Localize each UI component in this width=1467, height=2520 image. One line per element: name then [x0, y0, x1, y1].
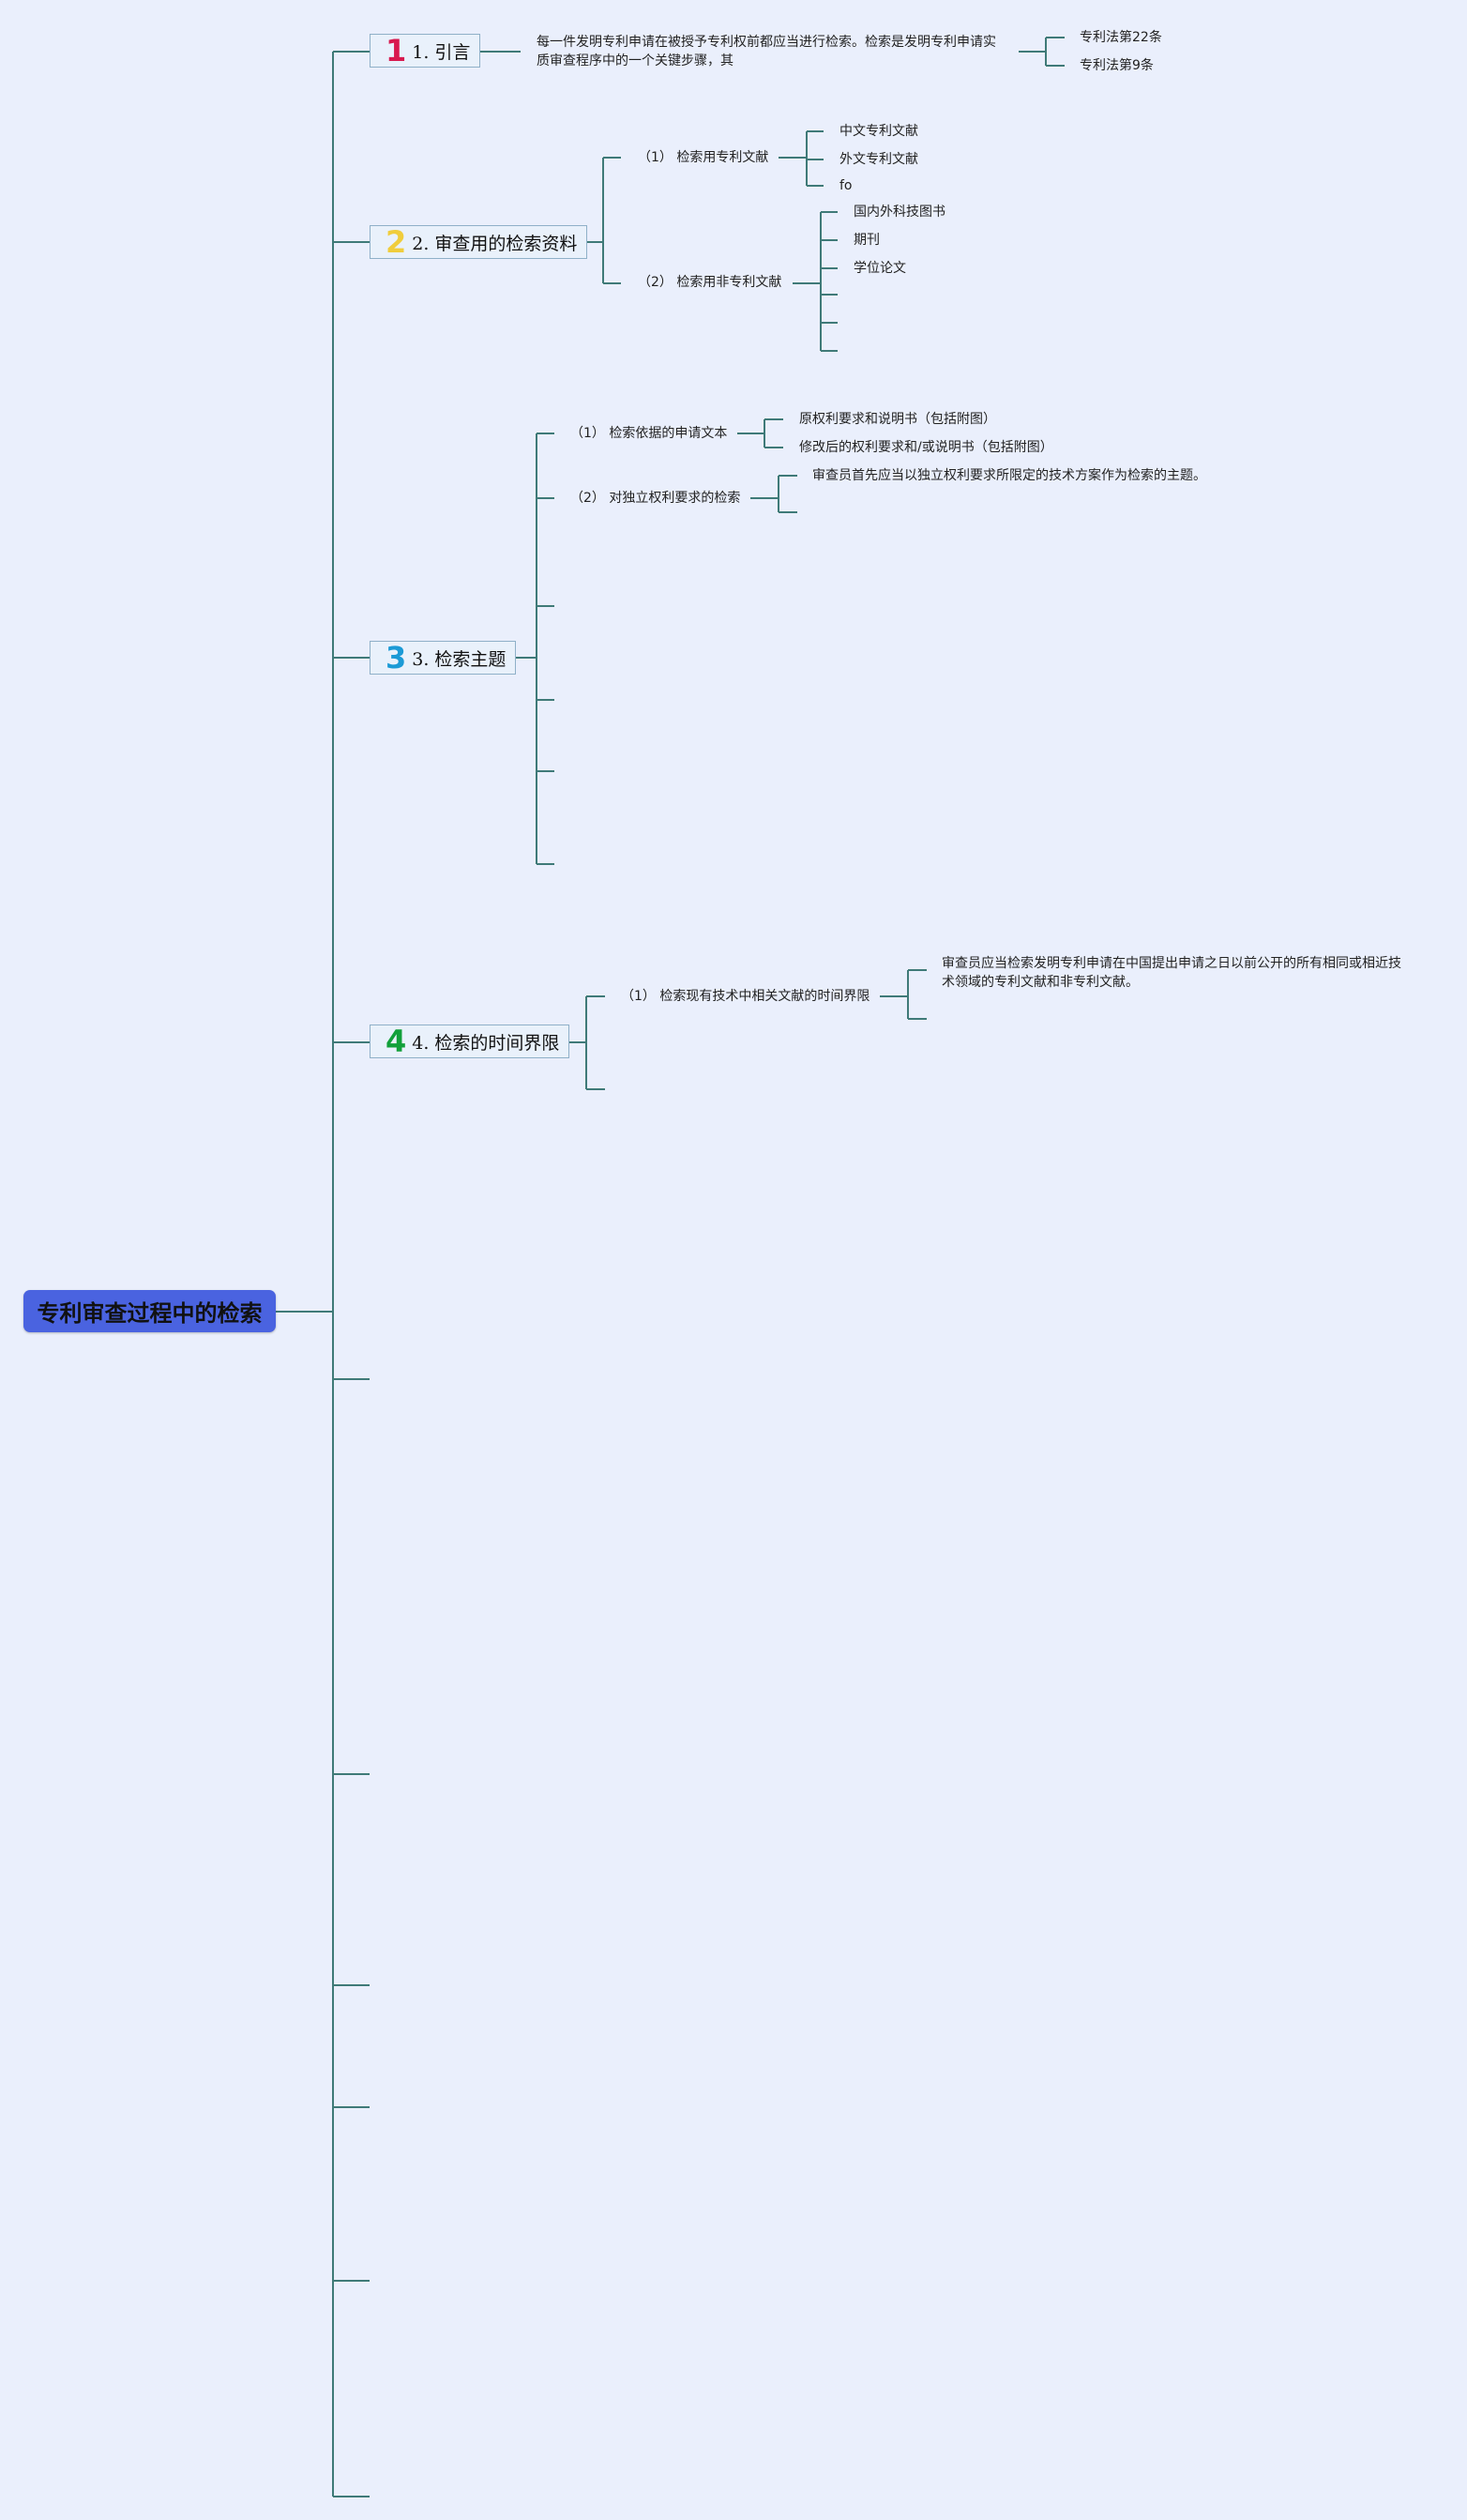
topic-number-1: 1: [386, 33, 407, 68]
item-amended-claims[interactable]: 修改后的权利要求和/或说明书（包括附图）: [799, 440, 1053, 455]
ref-patent-law-9[interactable]: 专利法第9条: [1080, 58, 1154, 73]
item-independent-claim-subject[interactable]: 审查员首先应当以独立权利要求所限定的技术方案作为检索的主题。: [812, 468, 1206, 483]
root-topic[interactable]: 专利审查过程中的检索: [23, 1290, 276, 1332]
sub-independent-claim-search[interactable]: （2） 对独立权利要求的检索: [570, 491, 741, 506]
topic-label: 1. 引言: [412, 41, 471, 63]
item-time-limit-detail[interactable]: 审查员应当检索发明专利申请在中国提出申请之日以前公开的所有相同或相近技术领域的专…: [942, 956, 1401, 990]
item-science-books[interactable]: 国内外科技图书: [854, 205, 945, 220]
sub-patent-literature[interactable]: （1） 检索用专利文献: [638, 150, 769, 165]
topic-label: 3. 检索主题: [412, 648, 507, 670]
item-original-claims[interactable]: 原权利要求和说明书（包括附图）: [799, 412, 996, 427]
topic-introduction[interactable]: 1 1. 引言: [370, 33, 481, 68]
item-foreign-patents[interactable]: 外文专利文献: [839, 152, 918, 167]
item-fo[interactable]: fo: [839, 178, 853, 193]
topic-label: 2. 审查用的检索资料: [412, 233, 578, 254]
sub-non-patent-literature[interactable]: （2） 检索用非专利文献: [638, 275, 782, 290]
sub-prior-art-time-limit[interactable]: （1） 检索现有技术中相关文献的时间界限: [621, 989, 870, 1004]
topic-time-limit[interactable]: 4 4. 检索的时间界限: [370, 1024, 570, 1059]
topic-number-4: 4: [386, 1024, 407, 1059]
topic-search-subject[interactable]: 3 3. 检索主题: [370, 640, 517, 676]
item-journals[interactable]: 期刊: [854, 233, 880, 248]
item-theses[interactable]: 学位论文: [854, 261, 906, 276]
item-chinese-patents[interactable]: 中文专利文献: [839, 124, 918, 139]
topic-number-3: 3: [386, 640, 407, 676]
topic-search-materials[interactable]: 2 2. 审查用的检索资料: [370, 224, 588, 260]
intro-description[interactable]: 每一件发明专利申请在被授予专利权前都应当进行检索。检索是发明专利申请实质审查程序…: [537, 35, 996, 68]
topic-number-2: 2: [386, 224, 407, 260]
sub-application-text[interactable]: （1） 检索依据的申请文本: [570, 426, 728, 441]
ref-patent-law-22[interactable]: 专利法第22条: [1080, 30, 1162, 45]
topic-label: 4. 检索的时间界限: [412, 1032, 560, 1054]
